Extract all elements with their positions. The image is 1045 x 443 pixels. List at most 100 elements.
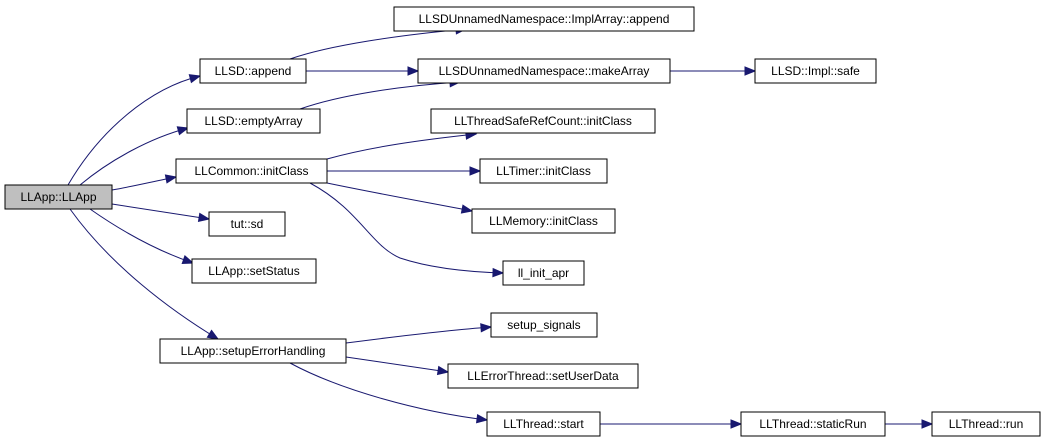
- node-llapp[interactable]: LLApp::LLApp: [4, 184, 113, 210]
- arrowhead-icon: [460, 204, 474, 214]
- node-box: [208, 211, 286, 237]
- node-implarray-append[interactable]: LLSDUnnamedNamespace::ImplArray::append: [393, 6, 695, 32]
- node-label: LLApp::setStatus: [208, 264, 299, 278]
- edge-llapp-to-llcommon_initclass: [111, 174, 178, 191]
- node-label: LLThread::staticRun: [759, 417, 866, 431]
- node-tut-sd[interactable]: tut::sd: [208, 211, 286, 237]
- edge-line: [67, 75, 201, 186]
- node-box: [740, 411, 886, 437]
- node-llthread-run[interactable]: LLThread::run: [931, 411, 1041, 437]
- arrowhead-icon: [475, 413, 489, 424]
- node-label: setup_signals: [507, 318, 580, 332]
- arrowhead-icon: [730, 419, 743, 429]
- node-box: [393, 6, 695, 32]
- edge-llsd_append-to-makearray: [306, 66, 420, 76]
- edge-llapp-to-tut_sd: [111, 203, 211, 223]
- node-lltimer-initclass[interactable]: LLTimer::initClass: [479, 158, 608, 184]
- edge-line: [69, 208, 219, 340]
- node-label: LLSD::Impl::safe: [771, 64, 860, 78]
- edge-llapp_setuperrorhandling-to-llerrorthread_setuserdata: [345, 356, 450, 376]
- arrowhead-icon: [188, 74, 202, 84]
- edge-line: [299, 81, 461, 110]
- arrowhead-icon: [480, 323, 493, 333]
- node-label: LLMemory::initClass: [489, 214, 598, 228]
- arrowhead-icon: [436, 365, 450, 376]
- edge-llthread_staticrun-to-llthread_run: [885, 419, 934, 429]
- arrowhead-icon: [164, 174, 178, 184]
- edge-llthread_start-to-llthread_staticrun: [600, 419, 743, 429]
- edge-line: [111, 203, 210, 220]
- node-label: LLThreadSafeRefCount::initClass: [454, 114, 632, 128]
- edge-llapp_setuperrorhandling-to-llthread_start: [289, 362, 489, 424]
- edge-line: [345, 356, 449, 373]
- node-label: LLTimer::initClass: [496, 164, 591, 178]
- node-box: [486, 411, 601, 437]
- nodes-layer: LLApp::LLApp LLSD::appendLLSD::emptyArray…: [4, 6, 1041, 437]
- node-label: LLCommon::initClass: [194, 164, 308, 178]
- edge-llapp-to-llsd_append: [67, 74, 202, 186]
- node-box: [754, 58, 877, 84]
- node-llerrorthread-setuserdata[interactable]: LLErrorThread::setUserData: [447, 363, 639, 389]
- node-llapp-setstatus[interactable]: LLApp::setStatus: [191, 258, 317, 284]
- node-label: ll_init_apr: [518, 266, 569, 280]
- edge-line: [345, 326, 492, 344]
- arrowhead-icon: [197, 212, 211, 223]
- node-setup-signals[interactable]: setup_signals: [490, 312, 598, 338]
- edge-line: [89, 208, 194, 264]
- node-box: [175, 158, 328, 184]
- edge-line: [79, 127, 189, 186]
- edge-line: [289, 28, 467, 60]
- node-llmemory-initclass[interactable]: LLMemory::initClass: [471, 208, 616, 234]
- node-label: LLApp::setupErrorHandling: [181, 344, 326, 358]
- node-box: [447, 363, 639, 389]
- edge-llcommon_initclass-to-ll_init_apr: [309, 182, 505, 278]
- node-label: LLSDUnnamedNamespace::makeArray: [439, 64, 650, 78]
- node-llsd-impl-safe[interactable]: LLSD::Impl::safe: [754, 58, 877, 84]
- node-llthreadsaferefcount-initclass[interactable]: LLThreadSafeRefCount::initClass: [430, 108, 656, 134]
- node-box: [159, 338, 347, 364]
- edge-llcommon_initclass-to-llthreadsaferefcount_initclass: [326, 130, 478, 160]
- node-label: LLErrorThread::setUserData: [467, 369, 619, 383]
- edge-line: [326, 182, 473, 212]
- node-llsd-emptyarray[interactable]: LLSD::emptyArray: [186, 108, 321, 134]
- node-box: [430, 108, 656, 134]
- node-box: [191, 258, 317, 284]
- edge-line: [289, 362, 488, 421]
- node-label: LLThread::run: [949, 417, 1024, 431]
- arrowhead-icon: [181, 255, 195, 264]
- edge-line: [309, 182, 504, 274]
- node-box: [931, 411, 1041, 437]
- edge-makearray-to-llsd_impl_safe: [670, 66, 757, 76]
- node-box: [479, 158, 608, 184]
- edge-llapp-to-llapp_setuperrorhandling: [69, 208, 220, 340]
- arrowhead-icon: [921, 419, 934, 429]
- node-llapp-setuperrorhandling[interactable]: LLApp::setupErrorHandling: [159, 338, 347, 364]
- node-box: [199, 58, 307, 84]
- node-label: LLApp::LLApp: [20, 190, 96, 204]
- edges-layer: [67, 25, 934, 429]
- node-llthread-staticrun[interactable]: LLThread::staticRun: [740, 411, 886, 437]
- node-box: [490, 312, 598, 338]
- edge-llcommon_initclass-to-llmemory_initclass: [326, 182, 474, 214]
- edge-llapp-to-llsd_emptyarray: [79, 126, 190, 186]
- node-box: [417, 58, 671, 84]
- node-label: LLSDUnnamedNamespace::ImplArray::append: [419, 12, 670, 26]
- edge-line: [326, 133, 477, 160]
- arrowhead-icon: [744, 66, 757, 76]
- node-llcommon-initclass[interactable]: LLCommon::initClass: [175, 158, 328, 184]
- arrowhead-icon: [407, 66, 420, 76]
- node-ll-init-apr[interactable]: ll_init_apr: [502, 260, 585, 286]
- node-makearray[interactable]: LLSDUnnamedNamespace::makeArray: [417, 58, 671, 84]
- node-llsd-append[interactable]: LLSD::append: [199, 58, 307, 84]
- node-llthread-start[interactable]: LLThread::start: [486, 411, 601, 437]
- arrowhead-icon: [492, 267, 505, 278]
- node-box: [471, 208, 616, 234]
- node-box: [502, 260, 585, 286]
- arrowhead-icon: [469, 166, 482, 176]
- edge-llapp_setuperrorhandling-to-setup_signals: [345, 323, 493, 344]
- node-box: [4, 184, 113, 210]
- node-box: [186, 108, 321, 134]
- node-label: tut::sd: [231, 217, 264, 231]
- node-label: LLThread::start: [503, 417, 584, 431]
